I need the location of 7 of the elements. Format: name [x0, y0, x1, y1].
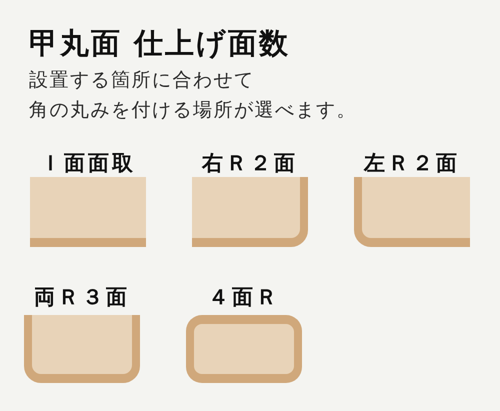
description-text: 設置する箇所に合わせて角の丸みを付ける場所が選べます。	[29, 68, 357, 123]
profile-label: 左Ｒ２面	[364, 150, 460, 176]
profile-label: ４面Ｒ	[208, 284, 280, 310]
profile-label: 両Ｒ３面	[34, 284, 130, 310]
profile-label: 右Ｒ２面	[202, 150, 298, 176]
title: 甲丸面 仕上げ面数	[29, 25, 290, 61]
profile-label: Ｉ面面取	[40, 150, 136, 176]
